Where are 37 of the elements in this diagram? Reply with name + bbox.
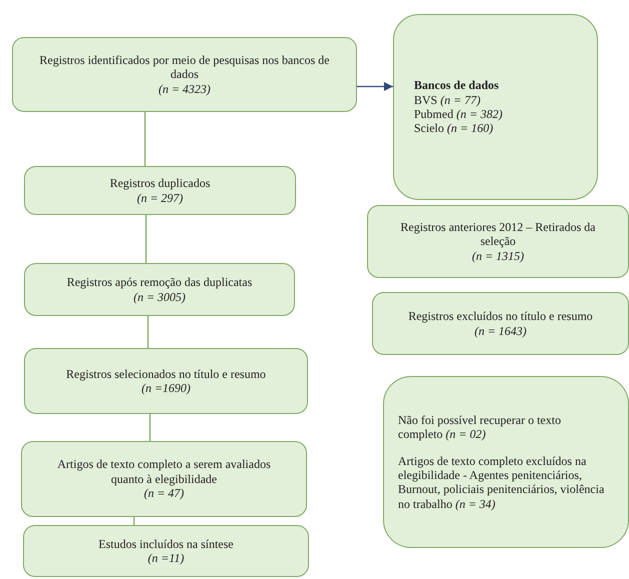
box-text: Registros após remoção das duplicatas [66, 275, 252, 290]
arrow [357, 82, 393, 92]
process-box [12, 37, 357, 112]
box-text: Registros selecionados no título e resumo [66, 366, 266, 381]
connector-line [144, 112, 146, 166]
connector-line [147, 316, 149, 348]
box-text: Artigos de texto completo excluídos na elegibilidade - Agentes penitenciários, Burnout, policiais penitenciários, violência no trabalho (n = 34) [398, 454, 606, 512]
process-box [367, 205, 629, 278]
list-item: BVS (n = 77) [414, 92, 480, 107]
count-text: (n =1690) [141, 381, 191, 396]
count-text: (n = 297) [136, 190, 184, 205]
list-item: Pubmed (n = 382) [414, 107, 502, 122]
process-box [372, 292, 629, 355]
list-item: Scielo (n = 160) [414, 121, 494, 136]
box-text: Registros excluídos no título e resumo [408, 309, 593, 324]
count-text: (n = 4323) [158, 82, 211, 96]
box-text: Registros anteriores 2012 – Retirados da seleção [400, 220, 596, 249]
count-text: (n = 1643) [474, 324, 527, 338]
database-list-box [393, 14, 598, 200]
box-text: Artigos de texto completo a serem avaliados quanto à elegibilidade [56, 457, 272, 486]
process-box [24, 263, 295, 316]
box-text: Registros identificados por meio de pesquisas nos bancos de dados [38, 52, 330, 82]
list-heading: Bancos de dados [414, 78, 499, 93]
box-text: Registros duplicados [110, 176, 210, 190]
count-text: (n = 3005) [133, 290, 186, 304]
count-text: (n =11) [148, 551, 184, 566]
count-text: (n = 47) [144, 486, 184, 501]
connector-line [149, 414, 151, 441]
process-box [24, 166, 296, 215]
count-text: (n = 1315) [472, 248, 524, 264]
process-box [21, 441, 307, 517]
process-box [24, 348, 308, 414]
box-text: Estudos incluídos na síntese [98, 536, 234, 551]
connector-line [145, 215, 147, 263]
process-box [383, 376, 629, 548]
box-text: Não foi possível recuperar o texto completo (n = 02) [398, 412, 562, 442]
process-box [23, 525, 309, 577]
